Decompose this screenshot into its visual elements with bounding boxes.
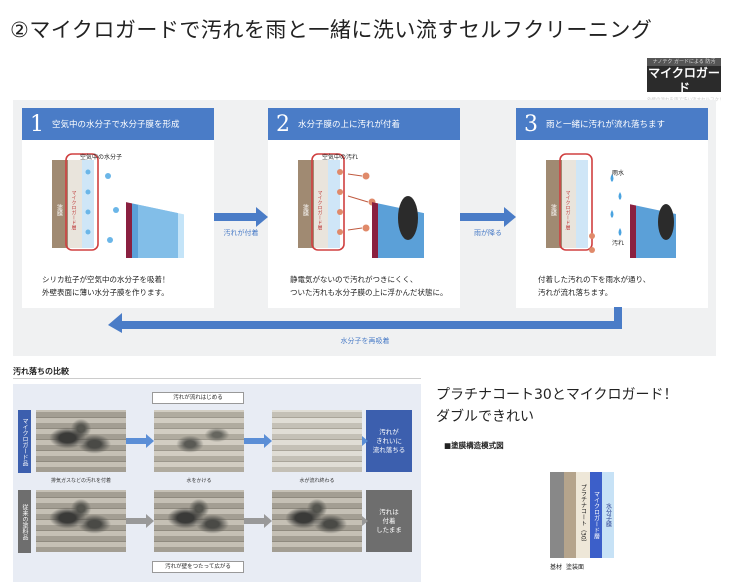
step-3-label-rain: 雨水 — [612, 170, 625, 177]
step-1-guard-label: マイクロガード層 — [70, 190, 77, 230]
step-1-description: シリカ粒子が空気中の水分子を吸着！ 外壁表面に薄い水分子膜を作ります。 — [42, 273, 212, 299]
row1-photo-2 — [154, 410, 244, 472]
right-headline-2: ダブルできれい — [436, 409, 534, 425]
step-2-illustration — [298, 153, 424, 258]
layer-paint — [564, 472, 576, 558]
step-2-number: 2 — [276, 111, 290, 137]
comparison-divider — [13, 378, 421, 379]
arrow-step2-to-step3 — [460, 207, 516, 227]
row1-arrow-1 — [126, 434, 154, 448]
layer-water-film: 水分子膜 — [602, 472, 614, 558]
step-1-heading: 空気中の水分子で水分子膜を形成 — [52, 120, 180, 130]
step-3-description: 付着した汚れの下を雨水が通り、 汚れが流れ落ちます。 — [538, 273, 708, 299]
step-3-number: 3 — [524, 111, 538, 137]
step-3-label-dirt: 汚れ — [612, 240, 625, 247]
row2-arrow-3 — [362, 516, 368, 526]
row2-result: 汚れは 付着 したまま — [366, 490, 412, 552]
step-3-header: 3 雨と一緒に汚れが流れ落ちます — [516, 108, 708, 140]
step-2-heading: 水分子膜の上に汚れが付着 — [298, 120, 401, 130]
step-2-desc-line-1: 静電気がないので汚れがつきにくく、 — [290, 275, 418, 284]
step-2-desc-line-2: ついた汚れも水分子膜の上に浮かんだ状態に。 — [290, 288, 448, 297]
step-2-guard-label: マイクロガード層 — [316, 190, 323, 230]
step-1-illustration — [52, 153, 184, 258]
layer-paint-label: 塗装面 — [566, 564, 585, 571]
step-3-illustration — [546, 153, 676, 258]
row2-photo-3 — [272, 490, 362, 552]
step-3-guard-label: マイクロガード層 — [564, 190, 571, 230]
step-1-paint-label: 塗膜 — [55, 204, 63, 216]
arrow-2-label: 雨が降る — [474, 229, 502, 237]
row1-photo-1 — [36, 410, 126, 472]
step-2-label-air-dirt: 空気中の汚れ — [322, 154, 359, 161]
row1-arrow-3 — [362, 436, 368, 446]
row1-photo-3 — [272, 410, 362, 472]
row2-label: 従来の塗料品 — [18, 490, 31, 553]
row1-caption-2: 水をかける — [186, 478, 212, 484]
diagram-title: ■塗膜構造模式図 — [444, 441, 504, 450]
row2-photo-2 — [154, 490, 244, 552]
logo-tagline: ナノテク ガードによる 防汚 — [647, 58, 721, 66]
row1-arrow-2 — [244, 434, 272, 448]
step-1-label-air-water: 空気中の水分子 — [80, 154, 123, 161]
arrow-1-label: 汚れが付着 — [223, 229, 259, 237]
layer-base — [550, 472, 564, 558]
row1-caption-1: 排気ガスなどの汚れを付着 — [50, 478, 111, 484]
step-1-desc-line-1: シリカ粒子が空気中の水分子を吸着！ — [42, 275, 170, 284]
step-1-desc-line-2: 外壁表面に薄い水分子膜を作ります。 — [42, 288, 169, 297]
arrow-return-loop — [108, 307, 622, 333]
step-1-number: 1 — [30, 111, 44, 137]
comparison-top-note: 汚れが流れはじめる — [152, 392, 244, 404]
step-3-paint-label: 塗膜 — [549, 204, 557, 216]
step-3-desc-line-1: 付着した汚れの下を雨水が通り、 — [538, 275, 651, 284]
step-3-heading: 雨と一緒に汚れが流れ落ちます — [546, 120, 666, 130]
arrow-step1-to-step2 — [214, 207, 268, 227]
step-3-card: 3 雨と一緒に汚れが流れ落ちます — [516, 108, 708, 308]
arrow-return-label: 水分子を再吸着 — [340, 337, 390, 345]
step-2-header: 2 水分子膜の上に汚れが付着 — [268, 108, 460, 140]
layer-platina: プラチナコート（30） — [576, 472, 590, 558]
row1-result: 汚れが きれいに 流れ落ちる — [366, 410, 412, 472]
page-title: ②マイクロガードで汚れを雨と一緒に洗い流すセルフクリーニング — [10, 18, 653, 42]
microguard-logo: ナノテク ガードによる 防汚 マイクロガード 外壁の汚れを雨で洗い流すセルフクリ… — [647, 58, 721, 103]
row2-photo-1 — [36, 490, 126, 552]
row2-arrow-2 — [244, 514, 272, 528]
step-2-paint-label: 塗膜 — [301, 204, 309, 216]
step-1-header: 1 空気中の水分子で水分子膜を形成 — [22, 108, 214, 140]
layer-microguard: マイクロガード層 — [590, 472, 602, 558]
row1-label: マイクロガード品 — [18, 410, 31, 473]
row2-arrow-1 — [126, 514, 154, 528]
step-3-desc-line-2: 汚れが流れ落ちます。 — [538, 288, 613, 297]
row1-caption-3: 水が流れ終わる — [299, 478, 335, 484]
step-2-description: 静電気がないので汚れがつきにくく、 ついた汚れも水分子膜の上に浮かんだ状態に。 — [290, 273, 460, 299]
comparison-bottom-note: 汚れが壁をつたって広がる — [152, 561, 244, 573]
logo-name: マイクロガード — [648, 66, 720, 95]
comparison-title: 汚れ落ちの比較 — [13, 367, 69, 376]
layer-base-label: 基材 — [550, 564, 563, 571]
right-headline-1: プラチナコート30とマイクロガード！ — [436, 387, 678, 403]
